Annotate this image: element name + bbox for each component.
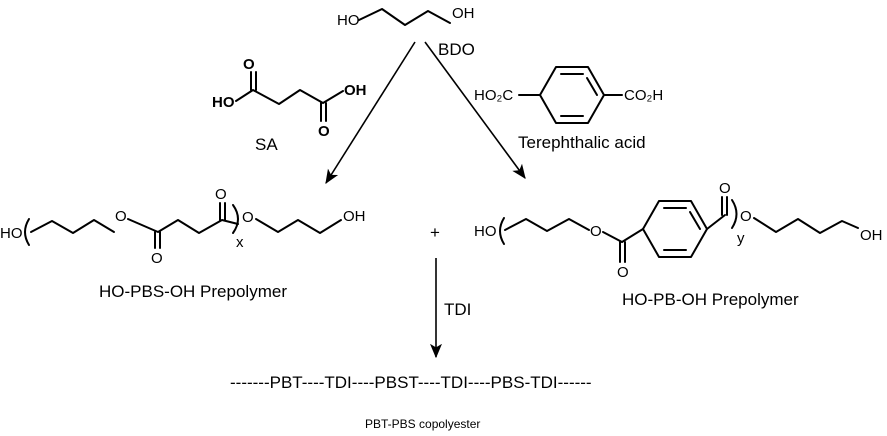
sa-right-group: OH (344, 82, 367, 99)
product-label: PBT-PBS copolyester (365, 417, 480, 431)
pb-end-right: OH (860, 227, 883, 244)
benzene-ring (539, 66, 605, 124)
pb-bracket-right (731, 199, 738, 229)
pb-upper-oxygen: O (719, 180, 731, 197)
pbs-bracket-right (232, 204, 239, 234)
pb-chain-right (753, 217, 859, 234)
pb-benzene-ring (642, 200, 708, 258)
sa-chain (235, 89, 344, 105)
terephthalic-acid-molecule: HO₂C CO₂H Terephthalic acid (474, 66, 663, 152)
sa-molecule: HO O O OH SA (212, 56, 367, 154)
pbs-ester-oxygen: O (115, 208, 127, 225)
pbs-bracket-left (24, 218, 30, 246)
pbs-upper-oxygen: O (215, 186, 227, 203)
sa-top-oxygen: O (243, 56, 255, 73)
pb-subscript: y (737, 230, 745, 247)
bdo-label: BDO (438, 40, 475, 59)
bdo-chain (358, 8, 451, 26)
product-chain: -------PBT----TDI----PBST----TDI----PBS-… (230, 373, 592, 392)
pbs-lower-oxygen: O (151, 250, 163, 267)
tdi-label: TDI (444, 300, 471, 319)
plus-sign: + (430, 223, 440, 242)
pb-ester-oxygen: O (590, 223, 602, 240)
pb-ether-oxygen: O (740, 208, 752, 225)
bdo-right-group: OH (452, 5, 475, 22)
arrow-to-pb (424, 41, 526, 179)
pb-chain-left (504, 218, 590, 232)
sa-left-group: HO (212, 94, 235, 111)
pbs-label: HO-PBS-OH Prepolymer (99, 282, 287, 301)
pbs-end-right: OH (343, 208, 366, 225)
pbs-chain-right (255, 218, 342, 234)
pbs-end-left: HO (0, 225, 23, 242)
bdo-left-group: HO (337, 12, 360, 29)
bdo-molecule: HO OH BDO (337, 5, 475, 59)
terephthalic-left-group: HO₂C (474, 87, 513, 104)
sa-bottom-oxygen: O (318, 123, 330, 140)
pbs-prepolymer: HO O O O x O OH HO-PBS-OH Prepolymer (0, 186, 366, 301)
terephthalic-label: Terephthalic acid (518, 133, 646, 152)
pbs-chain-middle (127, 218, 239, 234)
pb-end-left: HO (474, 223, 497, 240)
pb-bracket-left (499, 217, 505, 245)
pbs-subscript: x (236, 234, 244, 251)
pbs-chain-left (30, 219, 115, 234)
arrow-to-pbs (325, 41, 416, 185)
sa-label: SA (255, 135, 278, 154)
pb-label: HO-PB-OH Prepolymer (622, 290, 799, 309)
pb-lower-oxygen: O (617, 264, 629, 281)
pbs-ether-oxygen: O (242, 209, 254, 226)
terephthalic-right-group: CO₂H (624, 87, 663, 104)
pb-prepolymer: HO O O O y O OH HO-PB-OH Prepolymer (474, 180, 883, 309)
